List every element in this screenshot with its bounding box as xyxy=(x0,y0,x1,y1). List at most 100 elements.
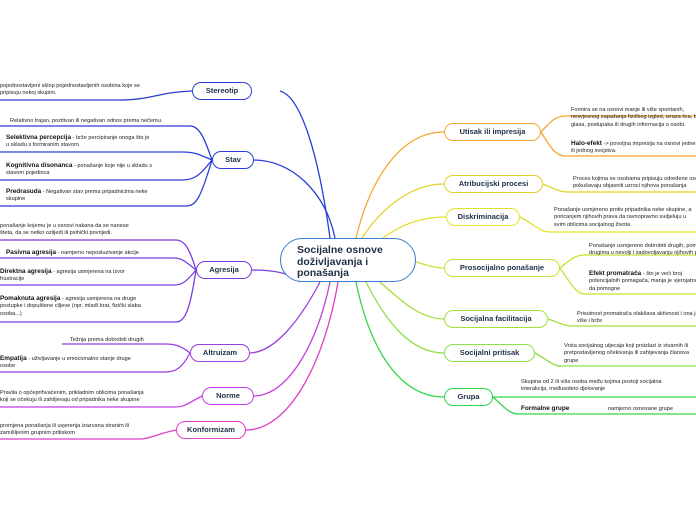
note-line: zamišljenim grupnim pritiskom xyxy=(0,430,75,437)
topic-facilitacija[interactable]: Socijalna facilitacija xyxy=(444,310,548,328)
term: Halo-efekt xyxy=(571,140,602,147)
note-norme[interactable]: Pravila o općeprihvaćenim, prikladnim ob… xyxy=(0,390,180,405)
topic-stereotip[interactable]: Stereotip xyxy=(192,82,252,100)
topic-konformizam[interactable]: Konformizam xyxy=(176,421,246,439)
note-line: Relativno trajan, pozitivan ili negativa… xyxy=(10,118,163,124)
note-line: Pravila o općeprihvaćenim, prikladnim ob… xyxy=(0,390,144,396)
note-line: stavom pojedinca xyxy=(6,170,50,177)
note-line: -> povoljna impresija na osnovi jedne xyxy=(601,141,696,147)
note-selektivna-percepcija[interactable]: Selektivna percepcija - brže percipiranj… xyxy=(6,134,182,150)
term: Efekt promatrača xyxy=(589,270,642,277)
edge-diskriminacija xyxy=(379,216,447,241)
note-utisak[interactable]: Formira se na osnovi manje ili više spon… xyxy=(571,107,696,129)
note-line: promjena ponašanja ili uvjerenja izazvan… xyxy=(0,423,130,429)
topic-stav[interactable]: Stav xyxy=(212,151,254,169)
note-line: Skupina od 2 ili više osoba među kojima … xyxy=(521,379,662,385)
note-line: nesvjesnog zapažanja fizičkog izgled, iz… xyxy=(571,114,696,121)
edge-facilitacija xyxy=(379,281,445,320)
note-pasivna-agresija[interactable]: Pasivna agresija - namjerno neposluzivan… xyxy=(6,249,176,257)
note-line: grupe xyxy=(564,357,579,364)
note-altruizam-definition[interactable]: Težnja prema dobrobiti drugih xyxy=(70,337,170,344)
note-line: osobe xyxy=(0,363,16,370)
edge-stereotip xyxy=(279,90,331,239)
note-predrasuda[interactable]: Predrasuda - Negativan stav prema pripad… xyxy=(6,188,186,204)
edge-konformizam xyxy=(245,281,339,431)
term: Pomaknuta agresija xyxy=(0,295,61,302)
note-diskriminacija[interactable]: Ponašanje usmjereno protiv pripadnika ne… xyxy=(554,207,696,229)
note-line: Formira se na osnovi manje ili više spon… xyxy=(571,107,685,113)
topic-grupa[interactable]: Grupa xyxy=(444,388,493,406)
note-atribucijski[interactable]: Proces kojima se osobama pripisuju određ… xyxy=(573,176,696,191)
term: Pasivna agresija xyxy=(6,249,57,256)
note-stereotip[interactable]: pojednostavljeni sklop pojednostavljenih… xyxy=(0,83,186,98)
note-direktna-agresija[interactable]: Direktna agresija - agresija usmjerena n… xyxy=(0,268,174,284)
note-line: Prisutnost promatrača olakšava aktivnost… xyxy=(577,311,696,317)
note-line: ponašanje kojemu je u osnovi nakana da s… xyxy=(0,223,129,229)
note-line: pojednostavljeni sklop pojednostavljenih… xyxy=(0,83,140,89)
note-facilitacija[interactable]: Prisutnost promatrača olakšava aktivnost… xyxy=(577,311,696,326)
edge-atribucijski xyxy=(361,183,445,239)
note-line: - brže percipiranje onoga što je xyxy=(71,135,150,141)
note-line: šteta, da se netko ozlijedi ili psihički… xyxy=(0,230,112,237)
topic-norme[interactable]: Norme xyxy=(202,387,254,405)
term: Kognitivna disonanca xyxy=(6,162,73,169)
note-kognitivna-disonanca[interactable]: Kognitivna disonanca - ponašanje koje ni… xyxy=(6,162,182,178)
note-line: - agresija usmjerena na druge xyxy=(60,296,137,302)
note-line: - uživljavanje u emocionalno stanje drug… xyxy=(26,356,131,362)
note-line: Vrsta socijalnog utjecaja koji proizlazi… xyxy=(564,343,689,349)
note-formalne-grupe[interactable]: Formalne grupe xyxy=(521,405,581,413)
edge-grupa xyxy=(355,281,445,398)
note-line: frustracije xyxy=(0,276,25,283)
note-pritisak[interactable]: Vrsta socijalnog utjecaja koji proizlazi… xyxy=(564,343,696,365)
note-line: namjerno osnovane grupe xyxy=(608,406,673,412)
topic-agresija[interactable]: Agresija xyxy=(196,261,252,279)
note-line: - ponašanje koje nije u skladu s xyxy=(72,163,153,169)
note-efekt-promatraca[interactable]: Efekt promatrača - što je veći broj pote… xyxy=(589,270,696,293)
topic-diskriminacija[interactable]: Diskriminacija xyxy=(446,208,520,226)
note-line: potencijalnih pomagača, manja je vjeroja… xyxy=(589,278,696,285)
note-line: - agresija usmjerena na izvor xyxy=(51,269,125,275)
note-empatija[interactable]: Empatija - uživljavanje u emocionalno st… xyxy=(0,355,170,371)
note-line: pripisuju nekoj skupini. xyxy=(0,90,57,97)
edge-utisak xyxy=(355,131,445,239)
note-line: koji se očekuju ili zahtijevaju od pripa… xyxy=(0,397,140,404)
central-title-line1: Socijalne osnove xyxy=(297,244,383,256)
note-halo-efekt[interactable]: Halo-efekt -> povoljna impresija na osno… xyxy=(571,140,696,156)
edge-norme xyxy=(253,281,331,397)
note-agresija-definition[interactable]: ponašanje kojemu je u osnovi nakana da s… xyxy=(0,223,176,238)
note-stav-definition[interactable]: Relativno trajan, pozitivan ili negativa… xyxy=(0,118,215,125)
note-line: poricanjem njihovih prava da ravnopravno… xyxy=(554,214,687,221)
topic-altruizam[interactable]: Altruizam xyxy=(190,344,250,362)
note-line: da pomogne xyxy=(589,285,621,292)
edge-altruizam xyxy=(249,281,321,354)
note-line: Proces kojima se osobama pripisuju određ… xyxy=(573,176,696,182)
note-line: - Negativan stav prema pripadnicima neke xyxy=(41,189,148,195)
note-line: pokušavaju objasniti uzroci njihova pona… xyxy=(573,183,687,190)
central-title-line2: doživljavanja i xyxy=(297,255,369,268)
topic-prosocijalno[interactable]: Prosocijalno ponašanje xyxy=(444,259,560,277)
note-line: glasa, postupaka ili drugih informacija … xyxy=(571,121,686,128)
note-line: osoba...) xyxy=(0,310,22,317)
note-line: - što je veći broj xyxy=(641,271,682,277)
note-line: u skladu s formiranim stavom xyxy=(6,142,79,149)
note-line: interakcija, međusobno djelovanje xyxy=(521,386,606,393)
note-konformizam[interactable]: promjena ponašanja ili uvjerenja izazvan… xyxy=(0,423,140,438)
note-line: svim oblicima socijalnog života xyxy=(554,221,631,228)
term: Selektivna percepcija xyxy=(6,134,72,141)
topic-atribucijski[interactable]: Atribucijski procesi xyxy=(444,175,543,193)
note-prosocijalno[interactable]: Ponašanje usmjereno dobrobiti drugih, po… xyxy=(589,243,696,258)
term: Direktna agresija xyxy=(0,268,52,275)
note-line: ili jednog svojstva. xyxy=(571,148,617,155)
topic-utisak[interactable]: Utisak ili impresija xyxy=(444,123,541,141)
term: Empatija xyxy=(0,355,27,362)
edge-prosocijalno xyxy=(415,261,445,269)
central-topic[interactable]: Socijalne osnove doživljavanja i ponašan… xyxy=(280,238,416,282)
note-pomaknuta-agresija[interactable]: Pomaknuta agresija - agresija usmjerena … xyxy=(0,295,176,318)
topic-pritisak[interactable]: Socijalni pritisak xyxy=(444,344,535,362)
note-line: Ponašanje usmjereno dobrobiti drugih, po… xyxy=(589,243,696,249)
note-line: pretpostavljenog očekivanja ili zahtjeva… xyxy=(564,350,690,357)
note-formalne-definition[interactable]: namjerno osnovane grupe xyxy=(608,406,696,413)
note-grupa[interactable]: Skupina od 2 ili više osoba među kojima … xyxy=(521,379,696,394)
term: Predrasuda xyxy=(6,188,42,195)
